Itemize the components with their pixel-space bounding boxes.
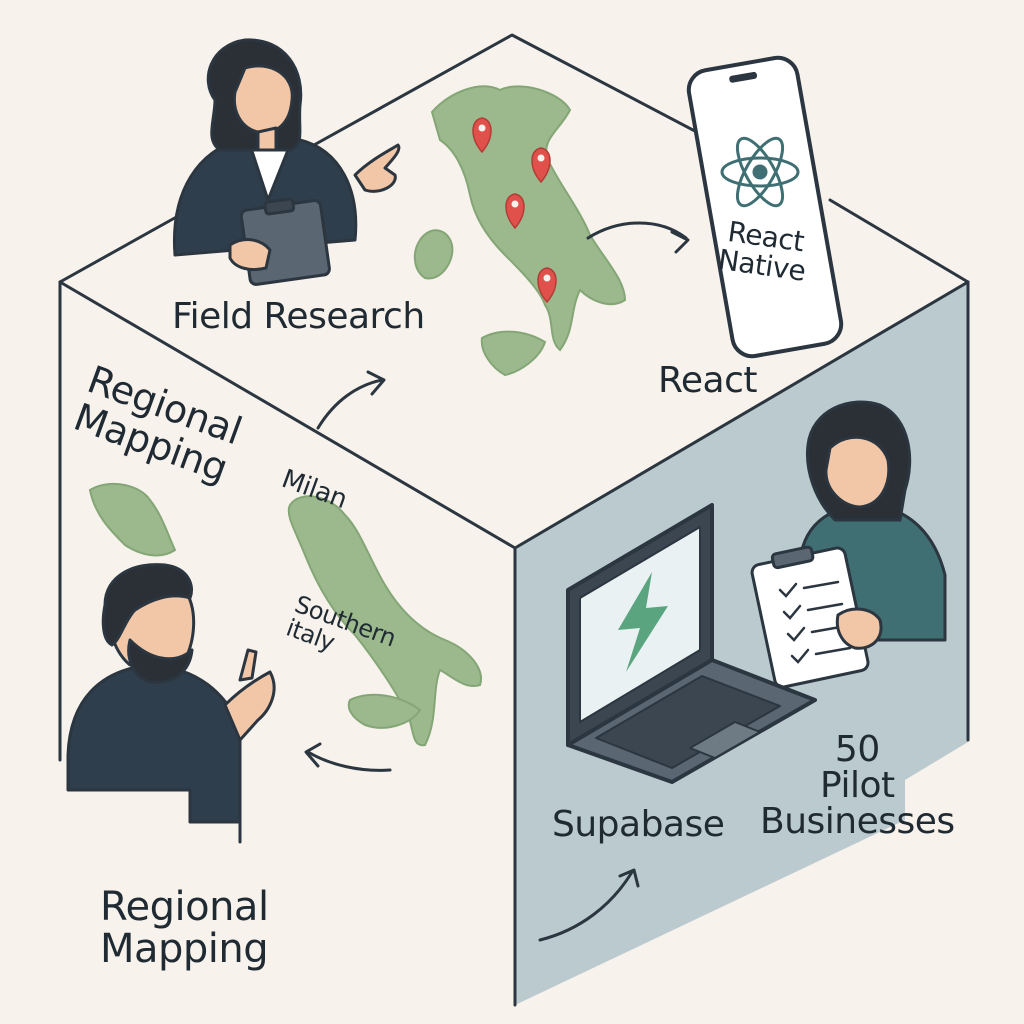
- cube-outline: [58, 33, 970, 1007]
- italy-map-top: [413, 85, 627, 377]
- hand-holding-clipboard: [835, 607, 883, 650]
- bearded-man-illustration: [66, 563, 276, 824]
- label-pilot-businesses: 50 Pilot Businesses: [760, 729, 955, 842]
- researcher-woman-illustration: [172, 38, 401, 286]
- label-supabase: Supabase: [552, 804, 725, 845]
- label-react-native: React Native: [716, 214, 808, 289]
- label-field-research: Field Research: [172, 296, 425, 337]
- flow-arrows: [304, 221, 690, 942]
- italy-map-left: [287, 495, 482, 747]
- location-pin-icon: [472, 117, 557, 304]
- checklist-icon: [778, 580, 852, 664]
- phone-illustration: [686, 55, 844, 359]
- react-logo-icon: [720, 136, 800, 208]
- label-regional-mapping-bottom: Regional Mapping: [100, 884, 269, 972]
- region-map-fragment: [88, 482, 177, 557]
- label-react: React: [658, 360, 758, 401]
- lightning-bolt-icon: [618, 572, 668, 672]
